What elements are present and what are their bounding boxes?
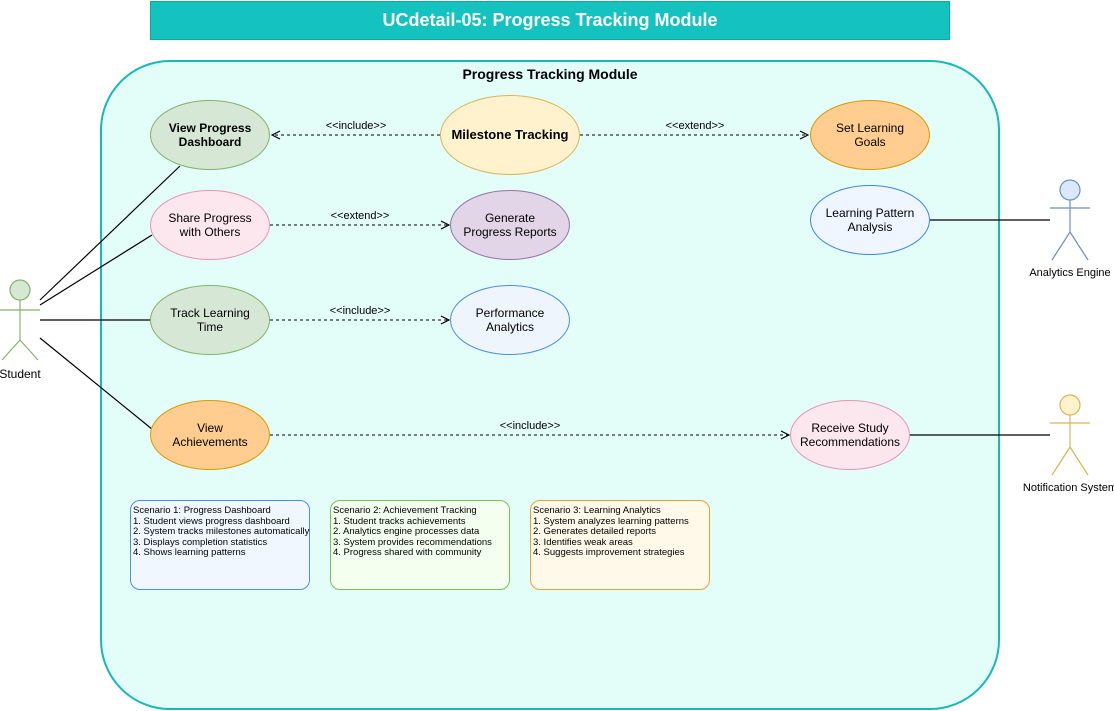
assoc-student-view-dashboard <box>39 165 181 301</box>
scenario-step: 2. Generates detailed reports <box>533 526 657 538</box>
scenario-title: Scenario 2: Achievement Tracking <box>333 505 477 516</box>
usecase-share-progress[interactable]: Share Progress with Others <box>150 190 270 260</box>
actor-label-analytics-engine: Analytics Engine <box>1029 267 1111 279</box>
usecase-generate-progress-reports[interactable]: Generate Progress Reports <box>450 190 570 260</box>
stereotype-include-performance: <<include>> <box>329 305 391 317</box>
usecase-set-learning-goals[interactable]: Set Learning Goals <box>810 100 930 170</box>
usecase-track-learning-time[interactable]: Track Learning Time <box>150 285 270 355</box>
diagram-title: UCdetail-05: Progress Tracking Module <box>150 1 950 40</box>
scenario-step: 3. Identifies weak areas <box>533 536 633 548</box>
stereotype-include-recommendations: <<include>> <box>499 420 561 432</box>
scenario-title: Scenario 3: Learning Analytics <box>533 505 661 516</box>
analytics-engine-actor-figure <box>1050 179 1090 261</box>
scenario-step: 2. Analytics engine processes data <box>333 526 480 538</box>
usecase-receive-study-recommendations[interactable]: Receive Study Recommendations <box>790 400 910 470</box>
scenario-step: 1. Student views progress dashboard <box>133 515 290 527</box>
stereotype-extend-reports: <<extend>> <box>330 210 390 222</box>
usecase-milestone-tracking[interactable]: Milestone Tracking <box>440 95 580 175</box>
assoc-student-view-achievements <box>39 337 159 435</box>
scenario-title: Scenario 1: Progress Dashboard <box>133 505 271 516</box>
usecase-view-progress-dashboard[interactable]: View Progress Dashboard <box>150 100 270 170</box>
actor-label-student: Student <box>0 367 41 381</box>
scenario-step: 2. System tracks milestones automaticall… <box>133 526 310 538</box>
stereotype-extend-goals: <<extend>> <box>665 120 725 132</box>
scenario-step: 1. Student tracks achievements <box>333 515 466 527</box>
assoc-student-share-progress <box>39 234 153 306</box>
notification-system-actor-figure <box>1050 394 1090 476</box>
scenario-step: 3. System provides recommendations <box>333 536 492 548</box>
usecase-learning-pattern-analysis[interactable]: Learning Pattern Analysis <box>810 185 930 255</box>
stereotype-include-dashboard: <<include>> <box>325 120 387 132</box>
scenario-step: 4. Suggests improvement strategies <box>533 547 685 559</box>
scenario-step: 4. Progress shared with community <box>333 547 482 559</box>
system-boundary <box>100 60 1000 710</box>
actor-label-notification-system: Notification System <box>1022 482 1114 494</box>
system-boundary-label: Progress Tracking Module <box>462 66 638 82</box>
scenario-note-learning-analytics: Scenario 3: Learning Analytics 1. System… <box>530 500 710 590</box>
student-actor-figure <box>0 279 40 361</box>
scenario-note-progress-dashboard: Scenario 1: Progress Dashboard 1. Studen… <box>130 500 310 590</box>
scenario-step: 1. System analyzes learning patterns <box>533 515 689 527</box>
usecase-performance-analytics[interactable]: Performance Analytics <box>450 285 570 355</box>
scenario-step: 4. Shows learning patterns <box>133 547 246 559</box>
scenario-note-achievement-tracking: Scenario 2: Achievement Tracking 1. Stud… <box>330 500 510 590</box>
scenario-step: 3. Displays completion statistics <box>133 536 268 548</box>
usecase-view-achievements[interactable]: View Achievements <box>150 400 270 470</box>
